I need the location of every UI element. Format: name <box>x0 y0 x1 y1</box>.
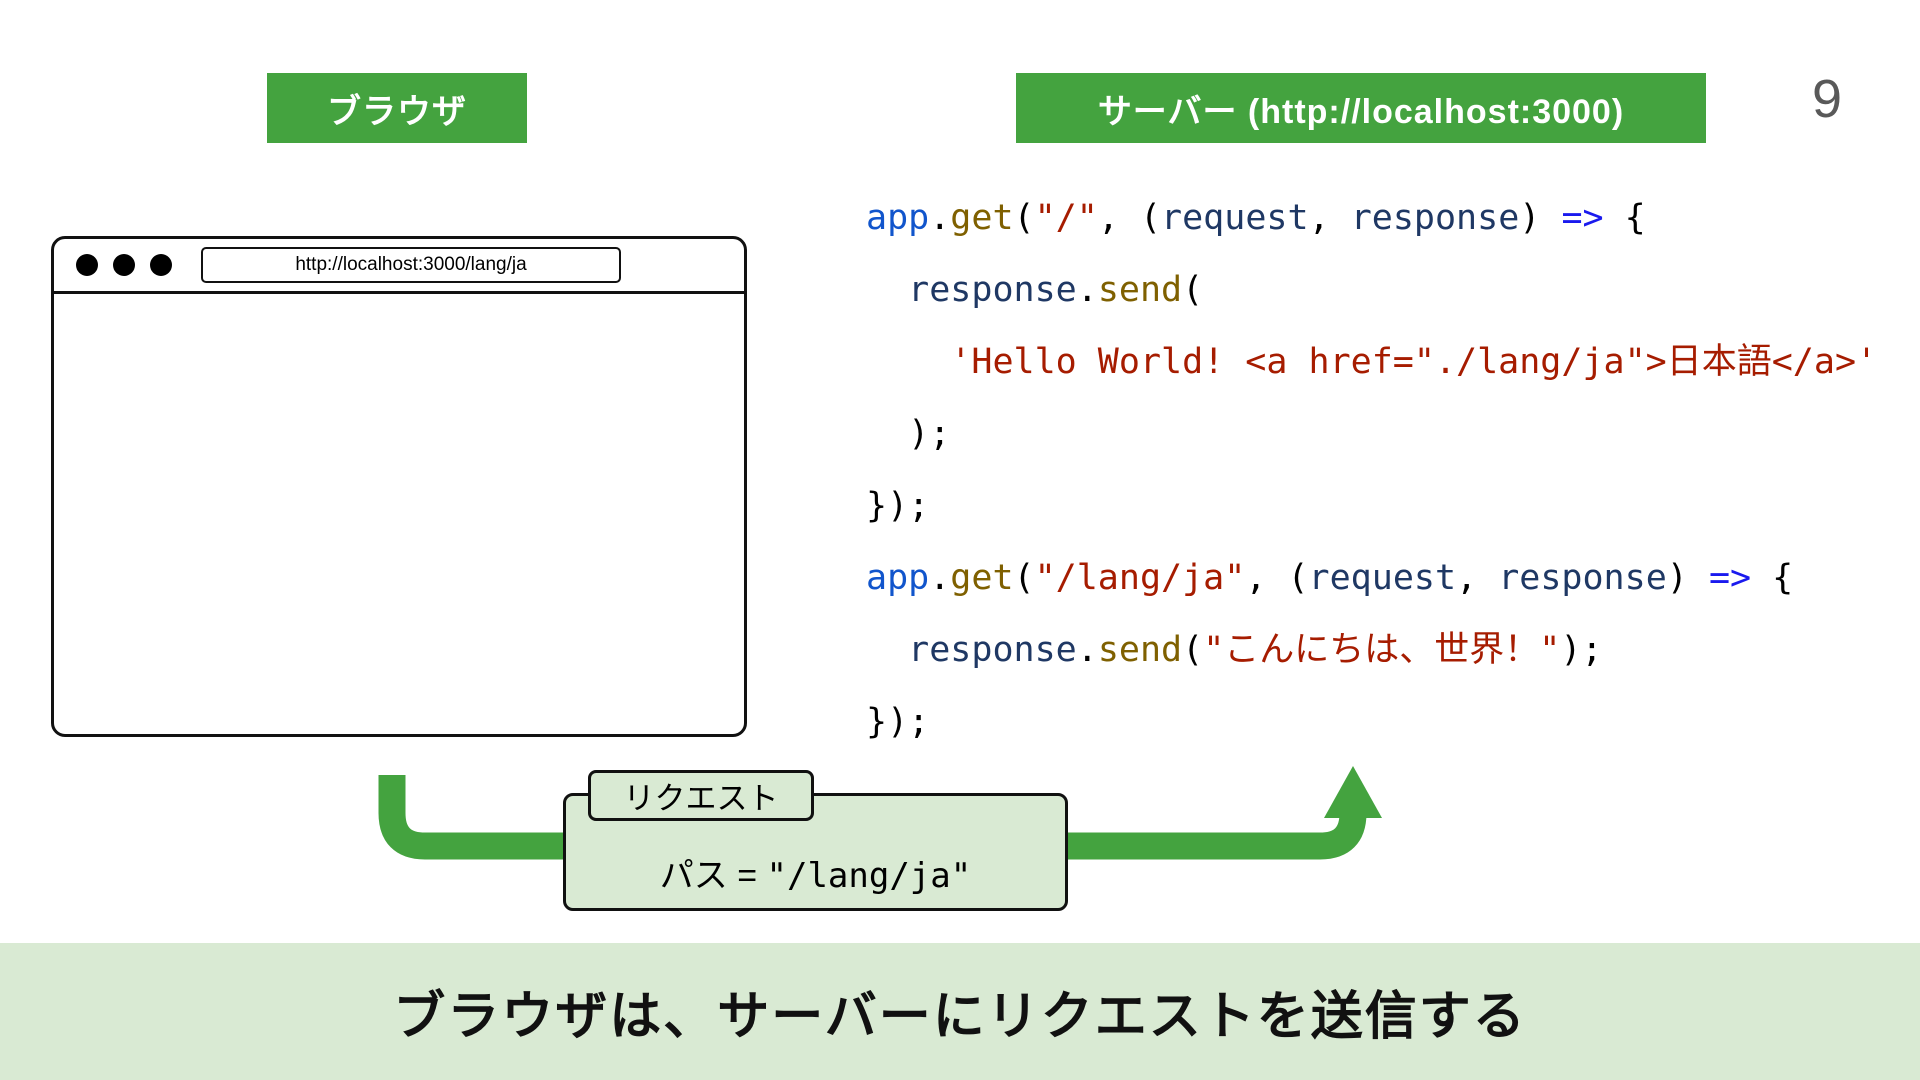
code-line: 'Hello World! <a href="./lang/ja">日本語</a… <box>950 342 1878 382</box>
request-path: パス = "/lang/ja" <box>566 848 1065 897</box>
code-line: }); <box>866 702 930 742</box>
browser-header-label: ブラウザ <box>267 73 527 143</box>
request-path-label: パス = <box>659 857 767 895</box>
browser-content <box>54 294 744 734</box>
url-bar: http://localhost:3000/lang/ja <box>201 247 621 283</box>
browser-titlebar: http://localhost:3000/lang/ja <box>54 239 744 294</box>
window-dot-icon <box>113 254 135 276</box>
bottom-banner: ブラウザは、サーバーにリクエストを送信する <box>0 943 1920 1080</box>
code-line: app.get("/", (request, response) => { <box>866 198 1646 238</box>
code-line: response.send( <box>908 270 1204 310</box>
server-code: app.get("/", (request, response) => { re… <box>866 182 1877 758</box>
code-line: response.send("こんにちは、世界！"); <box>908 630 1603 670</box>
request-title: リクエスト <box>588 770 814 821</box>
request-path-value: "/lang/ja" <box>766 856 972 896</box>
window-dot-icon <box>76 254 98 276</box>
code-line: }); <box>866 486 930 526</box>
window-dot-icon <box>150 254 172 276</box>
server-header-label: サーバー (http://localhost:3000) <box>1016 73 1706 143</box>
request-arrowhead <box>1324 766 1382 818</box>
code-line: app.get("/lang/ja", (request, response) … <box>866 558 1794 598</box>
browser-window: http://localhost:3000/lang/ja <box>51 236 747 737</box>
page-number: 9 <box>1812 69 1843 129</box>
code-line: ); <box>866 414 951 454</box>
